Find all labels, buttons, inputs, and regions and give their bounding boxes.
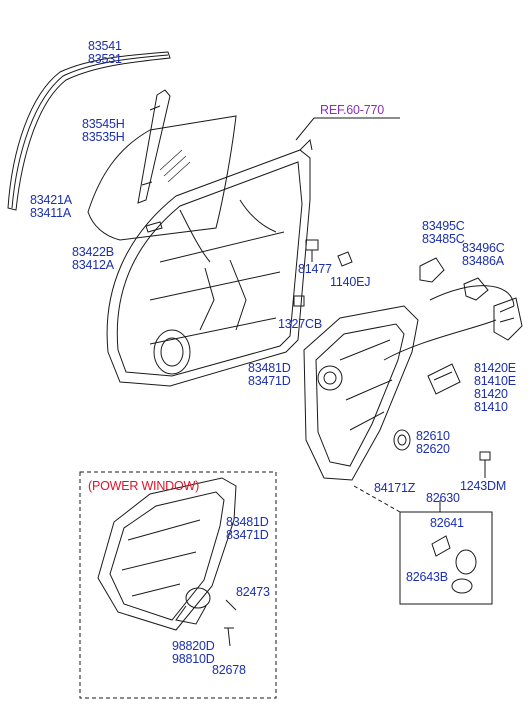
part-number: 83495C xyxy=(422,219,465,233)
door-shell xyxy=(106,138,313,387)
part-number: 98820D xyxy=(172,639,215,653)
window-motor xyxy=(175,587,211,625)
part-number: 98810D xyxy=(172,652,215,666)
part-number: 83481D xyxy=(248,361,291,375)
screw-82473 xyxy=(225,599,237,611)
part-number: 83496C xyxy=(462,241,505,255)
part-number: 83411A xyxy=(30,206,71,220)
label-83541: 83541 83531 xyxy=(88,40,122,66)
label-82678: 82678 xyxy=(212,663,246,677)
hardware-1327CB xyxy=(293,295,305,307)
part-number: 81410 xyxy=(474,400,508,414)
label-1140EJ: 1140EJ xyxy=(330,275,371,289)
part-number: 83545H xyxy=(82,117,125,131)
glass-clip xyxy=(145,221,163,233)
part-number: 81420E xyxy=(474,361,516,375)
label-83496C: 83496C 83486A xyxy=(462,242,505,268)
glass-run-strip xyxy=(7,51,171,211)
door-latch xyxy=(383,285,523,361)
part-number: 81410E xyxy=(474,374,516,388)
label-82473: 82473 xyxy=(236,585,270,599)
part-number: 83535H xyxy=(82,130,125,144)
part-number: 83531 xyxy=(88,52,122,66)
part-number: 83481D xyxy=(226,515,269,529)
label-82630: 82630 xyxy=(426,491,460,505)
power-window-label: (POWER WINDOW) xyxy=(88,479,200,493)
handle-base xyxy=(463,277,489,301)
label-82610: 82610 82620 xyxy=(416,430,450,456)
label-84171Z: 84171Z xyxy=(374,481,416,495)
ring-84171Z xyxy=(393,429,411,451)
label-1243DM: 1243DM xyxy=(460,479,507,493)
part-number: 83541 xyxy=(88,39,122,53)
outside-handle xyxy=(419,257,445,283)
label-83481D-top: 83481D 83471D xyxy=(248,362,291,388)
door-glass xyxy=(87,115,237,241)
label-82641: 82641 xyxy=(430,516,464,530)
part-number: 81420 xyxy=(474,387,508,401)
label-81477: 81477 xyxy=(298,262,332,276)
label-1327CB: 1327CB xyxy=(278,317,322,331)
label-98820D: 98820D 98810D xyxy=(172,640,215,666)
screw-82678 xyxy=(224,627,234,647)
label-83495C: 83495C 83485C xyxy=(422,220,465,246)
label-82643B: 82643B xyxy=(406,570,448,584)
part-number: 83471D xyxy=(248,374,291,388)
detail-82630 xyxy=(353,485,493,605)
label-83481D-power: 83481D 83471D xyxy=(226,516,269,542)
part-number: 83422B xyxy=(72,245,114,259)
label-83545H: 83545H 83535H xyxy=(82,118,125,144)
part-number: 83471D xyxy=(226,528,269,542)
part-number: 83412A xyxy=(72,258,114,272)
ref-leader xyxy=(295,117,400,141)
regulator-manual xyxy=(303,305,419,481)
label-81420E: 81420E 81410E 81420 81410 xyxy=(474,362,516,414)
bolt-1243DM xyxy=(479,451,491,478)
part-number: 83486A xyxy=(462,254,504,268)
hardware-1140EJ xyxy=(337,251,353,267)
rear-channel xyxy=(137,89,171,204)
label-83421A: 83421A 83411A xyxy=(30,194,72,220)
part-number: 83421A xyxy=(30,193,72,207)
part-number: 82620 xyxy=(416,442,450,456)
hardware-81477 xyxy=(305,239,319,262)
power-window-box xyxy=(79,471,277,699)
label-83422B: 83422B 83412A xyxy=(72,246,114,272)
part-number: 82610 xyxy=(416,429,450,443)
part-number: 83485C xyxy=(422,232,465,246)
regulator-power xyxy=(97,477,237,631)
inside-handle xyxy=(427,363,461,395)
ref-label: REF.60-770 xyxy=(320,103,385,117)
